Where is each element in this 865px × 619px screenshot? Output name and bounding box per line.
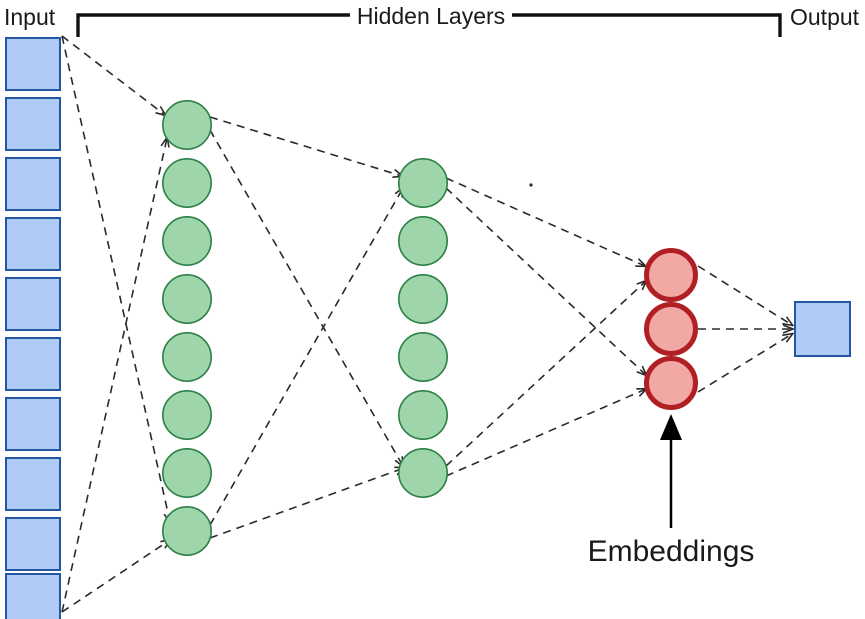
connection-hidden2-to-embeddings [445,177,646,477]
hidden-node-1[interactable] [397,216,448,267]
embedding-node-1[interactable] [644,302,698,356]
hidden-node-7[interactable] [162,505,213,556]
hidden-node-1[interactable] [162,158,213,209]
input-node-3[interactable] [5,217,61,271]
connection-hidden1-to-hidden2-2 [209,188,403,526]
connection-input-to-hidden1-0 [61,35,165,115]
input-node-7[interactable] [5,457,61,511]
hidden-node-2[interactable] [162,216,213,267]
embeddings-annotation [660,414,682,528]
hidden-node-5[interactable] [162,389,213,440]
input-node-8[interactable] [5,517,61,571]
hidden-node-4[interactable] [162,331,213,382]
layer-nodes [5,37,851,619]
embeddings-label: Embeddings [588,535,755,568]
hidden-node-5[interactable] [397,447,448,498]
embeddings-arrow-head [660,414,682,440]
input-node-2[interactable] [5,157,61,211]
input-node-0[interactable] [5,37,61,91]
embedding-layer [644,248,698,410]
connection-hidden1-to-hidden2-1 [209,129,403,466]
hidden-layers-label: Hidden Layers [357,3,505,29]
output-node-0[interactable] [794,301,851,357]
output-label: Output [790,4,860,30]
connection-hidden2-to-embeddings-3 [445,389,646,477]
hidden-node-0[interactable] [397,158,448,209]
hidden-node-2[interactable] [397,273,448,324]
input-node-4[interactable] [5,277,61,331]
hidden-layer-1 [162,100,213,556]
hidden-node-4[interactable] [397,389,448,440]
stray-dot-artifact [529,183,533,187]
hidden-layer-2 [397,158,448,498]
hidden-layers-bracket [76,13,782,37]
connection-input-to-hidden1-1 [61,35,170,522]
connection-input-to-hidden1-3 [61,540,170,613]
connection-embeddings-to-output [697,265,792,393]
hidden-node-3[interactable] [162,273,213,324]
connection-input-to-hidden1-2 [61,138,167,613]
connection-lines [61,35,792,613]
connection-hidden2-to-embeddings-0 [445,177,645,266]
embedding-node-2[interactable] [644,356,698,410]
connection-hidden2-to-embeddings-1 [445,187,646,375]
output-layer [794,301,851,357]
hidden-node-6[interactable] [162,447,213,498]
input-node-6[interactable] [5,397,61,451]
connection-hidden1-to-hidden2 [209,116,404,539]
connection-hidden1-to-hidden2-3 [209,468,404,539]
connection-hidden2-to-embeddings-2 [445,281,646,467]
connection-embeddings-to-output-2 [697,334,792,393]
input-node-1[interactable] [5,97,61,151]
input-label: Input [4,4,56,30]
connection-input-to-hidden1 [61,35,170,613]
connection-hidden1-to-hidden2-0 [209,116,402,176]
input-layer [5,37,61,619]
connection-embeddings-to-output-0 [697,265,792,325]
hidden-node-0[interactable] [162,100,213,151]
input-node-9[interactable] [5,573,61,619]
hidden-node-3[interactable] [397,331,448,382]
embedding-node-0[interactable] [644,248,698,302]
input-node-5[interactable] [5,337,61,391]
